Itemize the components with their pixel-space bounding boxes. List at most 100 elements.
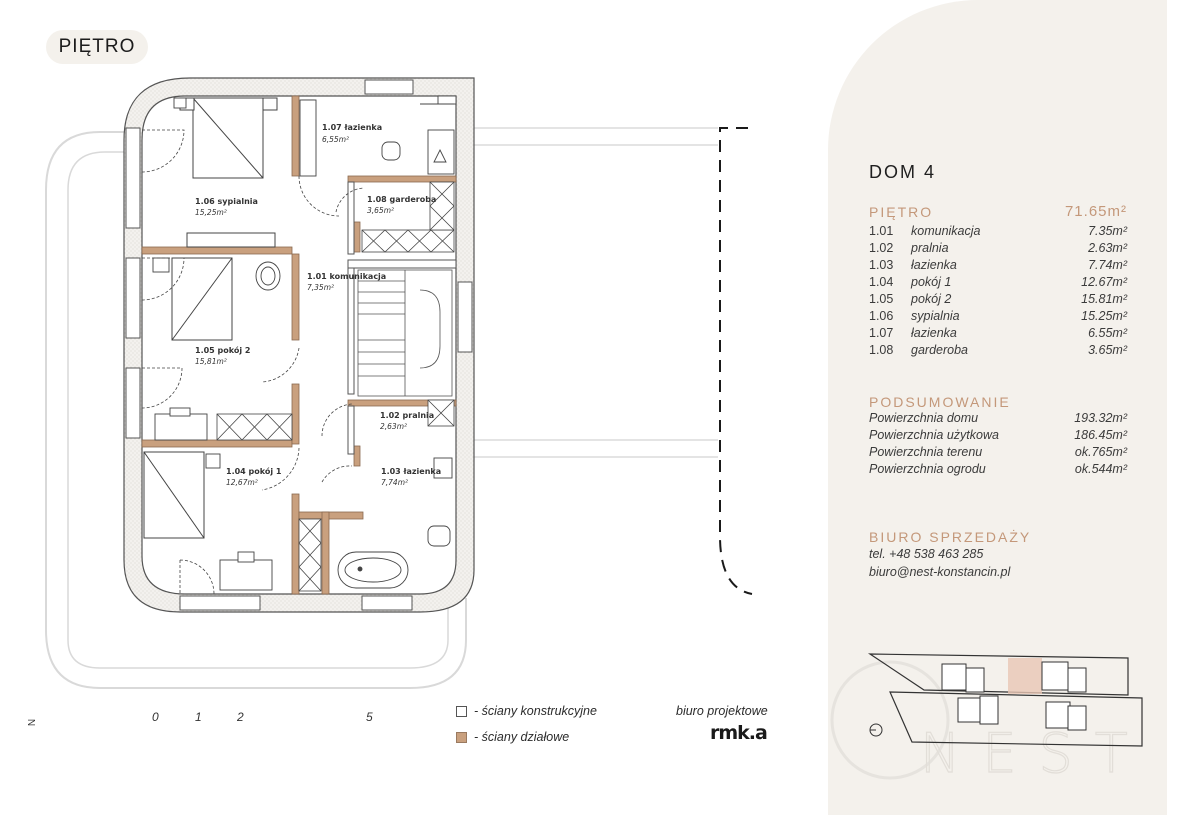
page-edge [1167,0,1200,815]
room-name: łazienka [911,257,957,272]
area-107: 6,55m² [322,135,349,144]
label-102: 1.02 pralnia [380,411,434,420]
room-num: 1.04 [869,274,894,289]
bathroom-fixtures [299,95,457,589]
terrace-outline [45,131,467,689]
site-buildings [941,661,1087,731]
room-labels: 1.07 łazienka 6,55m² 1.06 sypialnia 15,2… [195,123,441,487]
compass-north-label: N [27,718,39,727]
room-num: 1.01 [869,223,894,238]
legend-structural: - ściany konstrukcyjne [456,704,597,718]
summary-row: Powierzchnia domu 193.32m² [869,409,1127,426]
summary-label: Powierzchnia domu [869,410,979,425]
room-name: łazienka [911,325,957,340]
room-num: 1.06 [869,308,894,323]
summary-value: ok.765m² [1074,444,1127,459]
sales-email[interactable]: biuro@nest-konstancin.pl [869,565,1011,579]
room-area: 7.74m² [1088,257,1127,272]
staircase [357,269,453,397]
summary-label: Powierzchnia użytkowa [869,427,999,442]
site-plan-thumbnail: NEST [830,653,1150,786]
site-compass-icon [869,723,883,737]
room-num: 1.07 [869,325,894,340]
room-row: 1.05 pokój 2 15.81m² [869,290,1127,307]
inner-structural [347,181,457,455]
summary-value: 193.32m² [1074,410,1127,425]
garden-lines [465,127,718,458]
label-108: 1.08 garderoba [367,195,436,204]
area-101: 7,35m² [307,283,334,292]
designer-label: biuro projektowe [676,704,768,718]
scale-label-5: 5 [366,710,373,724]
summary-row: Powierzchnia użytkowa 186.45m² [869,426,1127,443]
area-103: 7,74m² [381,478,408,487]
furniture [152,97,281,591]
sales-title: BIURO SPRZEDAŻY [869,529,1032,545]
floor-section-title: PIĘTRO [869,204,934,220]
room-name: pralnia [911,240,949,255]
room-area: 3.65m² [1088,342,1127,357]
label-107: 1.07 łazienka [322,123,382,132]
room-area: 2.63m² [1088,240,1127,255]
room-row: 1.02 pralnia 2.63m² [869,239,1127,256]
watermark-text: NEST [920,722,1150,785]
house-title: DOM 4 [869,162,937,182]
designer-logo: rmk.a [710,722,768,744]
label-101: 1.01 komunikacja [307,272,386,281]
summary-value: ok.544m² [1074,461,1127,476]
room-row: 1.04 pokój 1 12.67m² [869,273,1127,290]
legend-structural-swatch [456,705,467,717]
room-area: 12.67m² [1081,274,1127,289]
label-106: 1.06 sypialnia [195,197,258,206]
room-row: 1.07 łazienka 6.55m² [869,324,1127,341]
summary-list: Powierzchnia domu 193.32m² Powierzchnia u… [869,409,1127,477]
label-105: 1.05 pokój 2 [195,345,250,355]
area-104: 12,67m² [226,478,258,487]
area-102: 2,63m² [380,422,407,431]
area-106: 15,25m² [195,208,227,217]
scale-label-1: 1 [195,710,202,724]
site-highlight [1008,658,1042,694]
scale-label-0: 0 [152,710,159,724]
plot-boundary [719,127,753,595]
beds [143,97,278,539]
scale-label-2: 2 [237,710,244,724]
partition-walls [141,95,457,595]
room-num: 1.05 [869,291,894,306]
windows [125,79,473,611]
room-num: 1.08 [869,342,894,357]
room-num: 1.02 [869,240,894,255]
door-swings [141,129,365,595]
room-area: 7.35m² [1088,223,1127,238]
summary-value: 186.45m² [1074,427,1127,442]
room-name: pokój 2 [911,291,952,306]
floor-section-total: 71.65m² [1064,203,1127,220]
legend-partition: - ściany działowe [456,730,569,744]
room-name: sypialnia [911,308,960,323]
label-104: 1.04 pokój 1 [226,466,282,476]
info-panel [828,0,1167,815]
structural-walls [123,77,475,613]
legend-partition-swatch [456,731,467,743]
watermark-ring [830,660,950,780]
terrace-inner-outline [67,151,449,669]
floor-plan: 1.07 łazienka 6,55m² 1.06 sypialnia 15,2… [45,77,753,689]
room-num: 1.03 [869,257,894,272]
wardrobes [216,181,455,592]
label-103: 1.03 łazienka [381,467,441,476]
legend-partition-label: - ściany działowe [474,730,570,744]
area-105: 15,81m² [195,357,227,366]
summary-title: PODSUMOWANIE [869,394,1011,410]
room-name: pokój 1 [911,274,952,289]
room-row: 1.08 garderoba 3.65m² [869,341,1127,358]
room-area: 15.81m² [1081,291,1127,306]
sales-phone[interactable]: tel. +48 538 463 285 [869,547,984,561]
room-area: 6.55m² [1088,325,1127,340]
room-name: komunikacja [911,223,981,238]
summary-row: Powierzchnia ogrodu ok.544m² [869,460,1127,477]
summary-label: Powierzchnia ogrodu [869,461,986,476]
room-name: garderoba [911,342,968,357]
